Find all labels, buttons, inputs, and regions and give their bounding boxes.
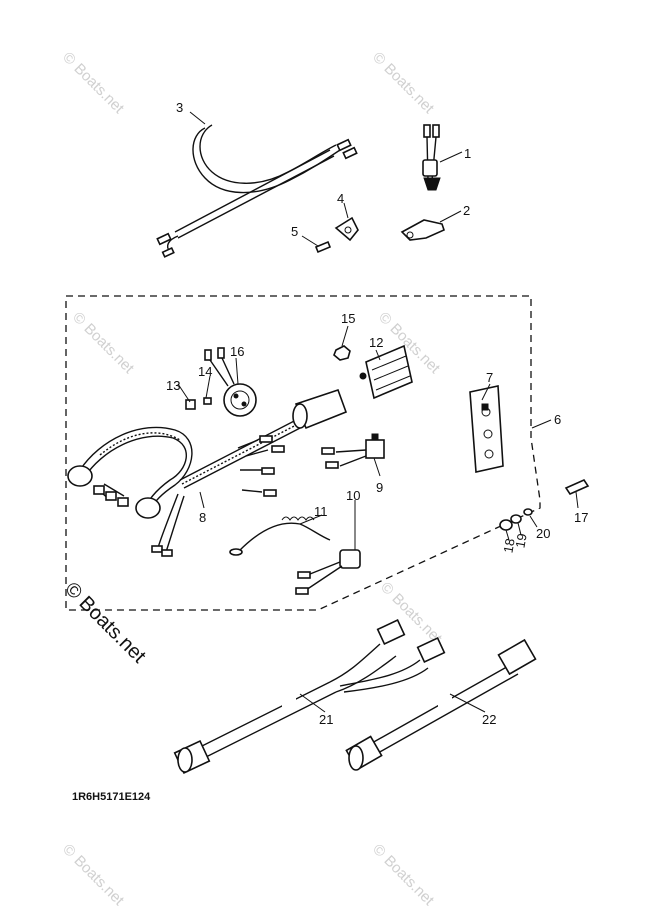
part-19-washer	[510, 514, 522, 524]
callout-3: 3	[176, 100, 183, 115]
svg-text:Boats.net: Boats.net	[80, 320, 137, 377]
part-14-washer	[203, 397, 212, 405]
callout-22: 22	[482, 712, 496, 727]
callout-2: 2	[463, 203, 470, 218]
callout-18: 18	[500, 537, 517, 554]
part-5-screw	[314, 240, 332, 254]
part-1-sensor	[422, 124, 441, 191]
watermark-primary: © Boats.net	[60, 578, 150, 668]
callout-8: 8	[199, 510, 206, 525]
part-3-cable	[156, 124, 358, 258]
part-20-washer	[523, 508, 533, 516]
part-13-screw	[185, 399, 196, 410]
part-11-lanyard	[229, 516, 331, 556]
part-22-extension-harness	[345, 638, 537, 771]
callout-1: 1	[464, 146, 471, 161]
part-15-nut	[333, 345, 351, 361]
part-4-clip	[334, 216, 359, 242]
callout-12: 12	[369, 335, 383, 350]
callout-21: 21	[319, 712, 333, 727]
watermark-top-left: © Boats.net	[59, 49, 128, 118]
part-10-stop-switch	[295, 549, 361, 595]
callout-6: 6	[554, 412, 561, 427]
part-21-extension-harness	[173, 619, 446, 774]
svg-text:Boats.net: Boats.net	[380, 852, 437, 909]
callout-7: 7	[486, 370, 493, 385]
callout-14: 14	[198, 364, 212, 379]
part-18-nut	[499, 519, 513, 531]
callout-19: 19	[512, 532, 529, 549]
callout-11: 11	[314, 504, 328, 519]
watermark-top-right: © Boats.net	[369, 49, 438, 118]
callout-20: 20	[536, 526, 550, 541]
callout-9: 9	[376, 480, 383, 495]
callout-5: 5	[291, 224, 298, 239]
callout-13: 13	[166, 378, 180, 393]
part-7-plate	[469, 385, 504, 473]
diagram-code: 1R6H5171E124	[72, 791, 151, 803]
leader-lines	[177, 111, 579, 713]
callout-15: 15	[341, 311, 355, 326]
callout-16: 16	[230, 344, 244, 359]
part-16-receptacle	[204, 347, 257, 417]
part-17-bolt	[564, 478, 590, 496]
callout-10: 10	[346, 488, 360, 503]
svg-text:Boats.net: Boats.net	[70, 852, 127, 909]
callout-17: 17	[574, 510, 588, 525]
assembly-boundary	[65, 295, 541, 611]
svg-text:Boats.net: Boats.net	[380, 60, 437, 117]
watermark-mid-left: © Boats.net	[69, 309, 138, 378]
callout-4: 4	[337, 191, 344, 206]
watermark-text: Boats.net	[70, 60, 127, 117]
part-9-switch	[321, 433, 385, 469]
svg-text:Boats.net: Boats.net	[75, 592, 151, 668]
part-12-bracket	[359, 344, 413, 400]
watermark-bottom-left: © Boats.net	[59, 841, 128, 910]
part-8-harness	[67, 388, 348, 557]
watermark-bottom-right: © Boats.net	[369, 841, 438, 910]
part-2-bracket	[400, 219, 445, 241]
